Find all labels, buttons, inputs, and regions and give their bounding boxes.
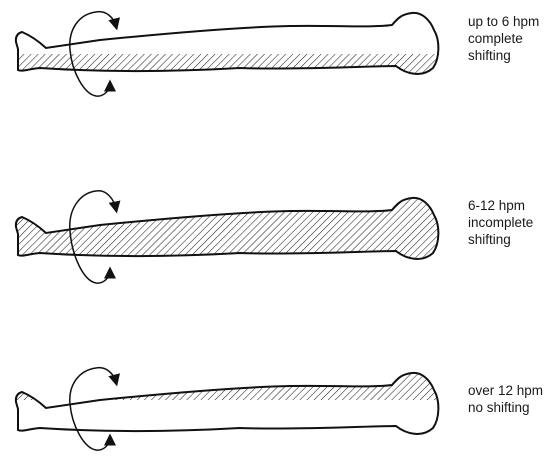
stage-label-line: shifting [468,47,539,64]
stage-label-line: up to 6 hpm [468,13,539,30]
rotation-arrow-icon [70,12,116,96]
body-outline-icon [16,373,439,434]
stage-label-line: over 12 hpm [468,382,543,399]
stage-label-line: no shifting [468,399,543,416]
stage-label-6-12-hpm: 6-12 hpm incomplete shifting [468,197,533,248]
body-figure-1 [0,12,460,96]
body-figure-2 [0,185,460,283]
stage-label-line: incomplete [468,214,533,231]
stage-label-over-12-hpm: over 12 hpm no shifting [468,382,543,416]
stage-label-up-to-6-hpm: up to 6 hpm complete shifting [468,13,539,64]
body-figure-3 [0,360,460,450]
stage-label-line: 6-12 hpm [468,197,533,214]
stage-label-line: complete [468,30,539,47]
rotation-arrow-icon [70,368,116,450]
lividity-hatching-3 [0,360,460,400]
stage-label-line: shifting [468,231,533,248]
